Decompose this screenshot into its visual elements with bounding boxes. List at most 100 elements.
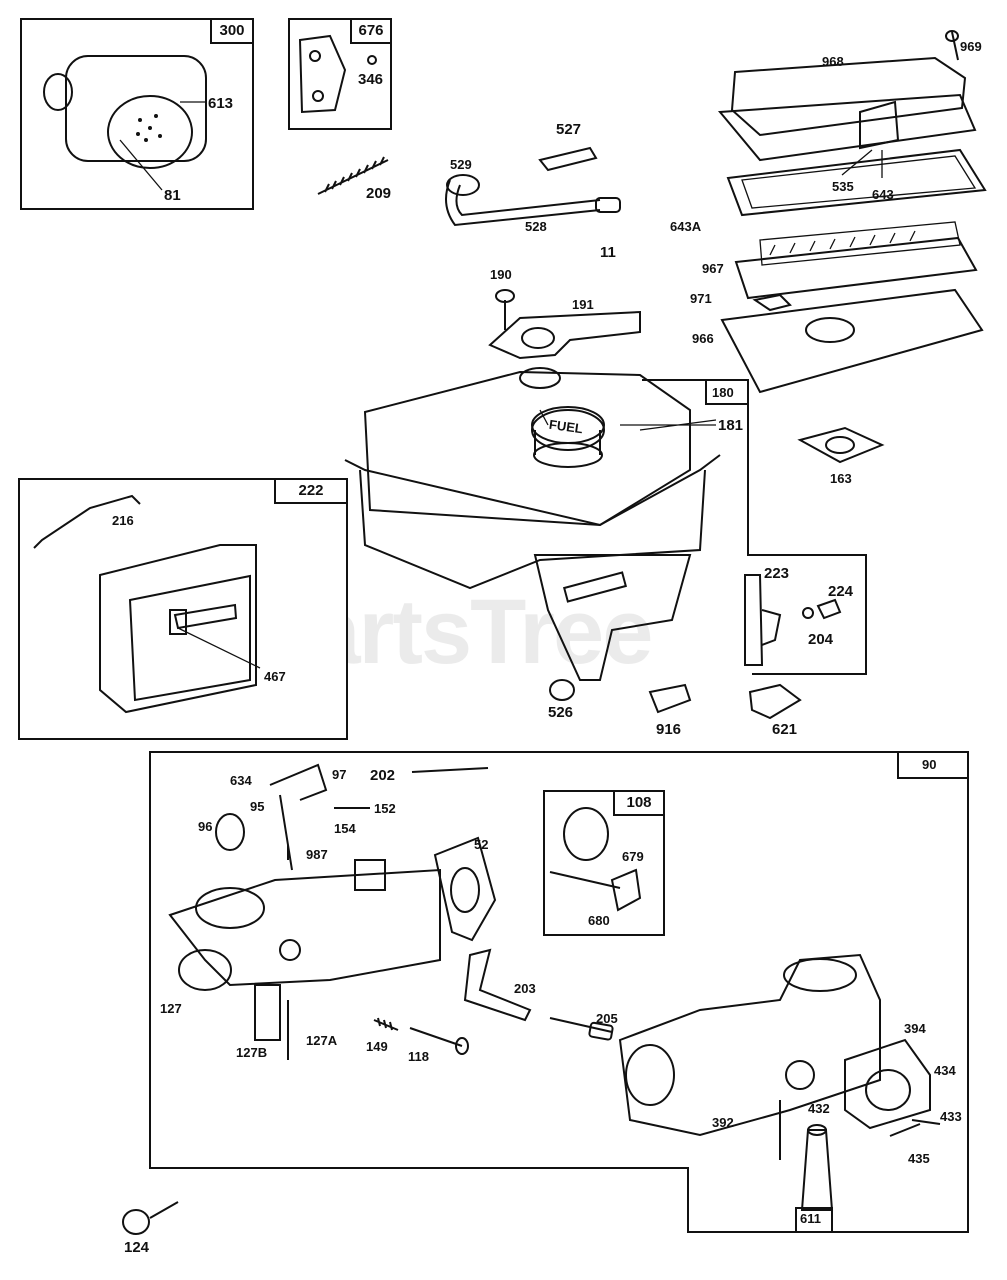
label-216: 216 bbox=[112, 513, 134, 528]
label-90: 90 bbox=[922, 757, 937, 772]
screw-118 bbox=[409, 1027, 463, 1047]
screw-433 bbox=[911, 1119, 941, 1125]
label-205: 205 bbox=[596, 1011, 618, 1026]
label-190: 190 bbox=[490, 267, 512, 282]
label-526: 526 bbox=[548, 704, 574, 721]
label-97: 97 bbox=[332, 767, 347, 782]
panel-223 bbox=[744, 574, 764, 666]
plate-108 bbox=[563, 807, 609, 861]
fuel-tank-180 bbox=[344, 367, 721, 590]
label-154: 154 bbox=[334, 821, 356, 836]
label-11: 11 bbox=[600, 244, 616, 261]
label-52: 52 bbox=[474, 837, 489, 852]
label-634: 634 bbox=[230, 773, 252, 788]
label-224: 224 bbox=[828, 583, 854, 600]
wire-216 bbox=[33, 494, 141, 549]
tube-611 bbox=[800, 1129, 834, 1211]
bolt-124 bbox=[122, 1201, 179, 1235]
box-676-label: 676 bbox=[350, 20, 390, 44]
plate-96 bbox=[215, 813, 245, 851]
spring-149 bbox=[373, 1017, 399, 1031]
gasket-52 bbox=[433, 836, 497, 942]
label-149: 149 bbox=[366, 1039, 388, 1054]
label-643: 643 bbox=[872, 187, 894, 202]
box-611-tag bbox=[795, 1207, 833, 1233]
label-967: 967 bbox=[702, 261, 724, 276]
box-300-label: 300 bbox=[210, 20, 252, 44]
label-127A: 127A bbox=[306, 1033, 338, 1048]
gasket-163 bbox=[797, 426, 885, 464]
guard-676 bbox=[298, 34, 377, 114]
label-679: 679 bbox=[622, 849, 644, 864]
box-222-label: 222 bbox=[274, 480, 346, 504]
label-96: 96 bbox=[198, 819, 213, 834]
linkage-202 bbox=[411, 767, 489, 773]
gasket-643A bbox=[726, 148, 987, 217]
label-432: 432 bbox=[808, 1101, 830, 1116]
needle-205 bbox=[549, 1017, 613, 1033]
label-968: 968 bbox=[822, 54, 844, 69]
gasket-191 bbox=[488, 310, 641, 360]
label-191: 191 bbox=[572, 297, 594, 312]
box-180-outline bbox=[642, 379, 867, 675]
air-cleaner-968 bbox=[717, 30, 977, 162]
label-203: 203 bbox=[514, 981, 536, 996]
spring-209 bbox=[317, 156, 389, 195]
label-621: 621 bbox=[772, 721, 798, 738]
label-916: 916 bbox=[656, 721, 682, 738]
label-434: 434 bbox=[934, 1063, 956, 1078]
label-535: 535 bbox=[832, 179, 854, 194]
box-90-tag bbox=[897, 751, 969, 779]
label-467: 467 bbox=[264, 669, 286, 684]
box-180-tag bbox=[705, 379, 749, 405]
box-90-outline bbox=[149, 751, 969, 1233]
box-108-label: 108 bbox=[613, 792, 663, 816]
label-680: 680 bbox=[588, 913, 610, 928]
label-527: 527 bbox=[556, 121, 582, 138]
label-204: 204 bbox=[808, 631, 834, 648]
clip-621 bbox=[748, 683, 802, 720]
label-81: 81 bbox=[164, 187, 181, 204]
label-202: 202 bbox=[370, 767, 396, 784]
label-181: 181 bbox=[718, 417, 744, 434]
label-180: 180 bbox=[712, 385, 734, 400]
label-969: 969 bbox=[960, 39, 982, 54]
label-966: 966 bbox=[692, 331, 714, 346]
carburetor-right bbox=[618, 953, 931, 1160]
lever-203 bbox=[463, 948, 532, 1022]
label-528: 528 bbox=[525, 219, 547, 234]
shaft-634 bbox=[269, 763, 328, 871]
label-613: 613 bbox=[208, 95, 234, 112]
label-643A: 643A bbox=[670, 219, 702, 234]
base-966 bbox=[720, 288, 984, 394]
box-108: 108 bbox=[543, 790, 665, 936]
label-971: 971 bbox=[690, 291, 712, 306]
filter-967 bbox=[734, 221, 978, 300]
label-127: 127 bbox=[160, 1001, 182, 1016]
label-987: 987 bbox=[306, 847, 328, 862]
label-124: 124 bbox=[124, 1239, 150, 1256]
clip-527 bbox=[538, 146, 598, 172]
label-346: 346 bbox=[358, 71, 384, 88]
box-300: 300 bbox=[20, 18, 254, 210]
carburetor-left bbox=[168, 859, 441, 1060]
screw-224 bbox=[816, 598, 842, 620]
clip-916 bbox=[648, 683, 692, 714]
muffler-300 bbox=[43, 55, 207, 191]
label-433: 433 bbox=[940, 1109, 962, 1124]
fuel-line-528 bbox=[445, 174, 621, 227]
label-223: 223 bbox=[764, 565, 790, 582]
label-435: 435 bbox=[908, 1151, 930, 1166]
bracket-526 bbox=[533, 554, 692, 701]
label-611: 611 bbox=[800, 1211, 821, 1226]
label-95: 95 bbox=[250, 799, 265, 814]
label-209: 209 bbox=[366, 185, 392, 202]
label-118: 118 bbox=[408, 1049, 429, 1064]
label-394: 394 bbox=[904, 1021, 926, 1036]
label-127B: 127B bbox=[236, 1045, 268, 1060]
label-529: 529 bbox=[450, 157, 472, 172]
cover-222 bbox=[99, 544, 257, 714]
label-392: 392 bbox=[712, 1115, 734, 1130]
